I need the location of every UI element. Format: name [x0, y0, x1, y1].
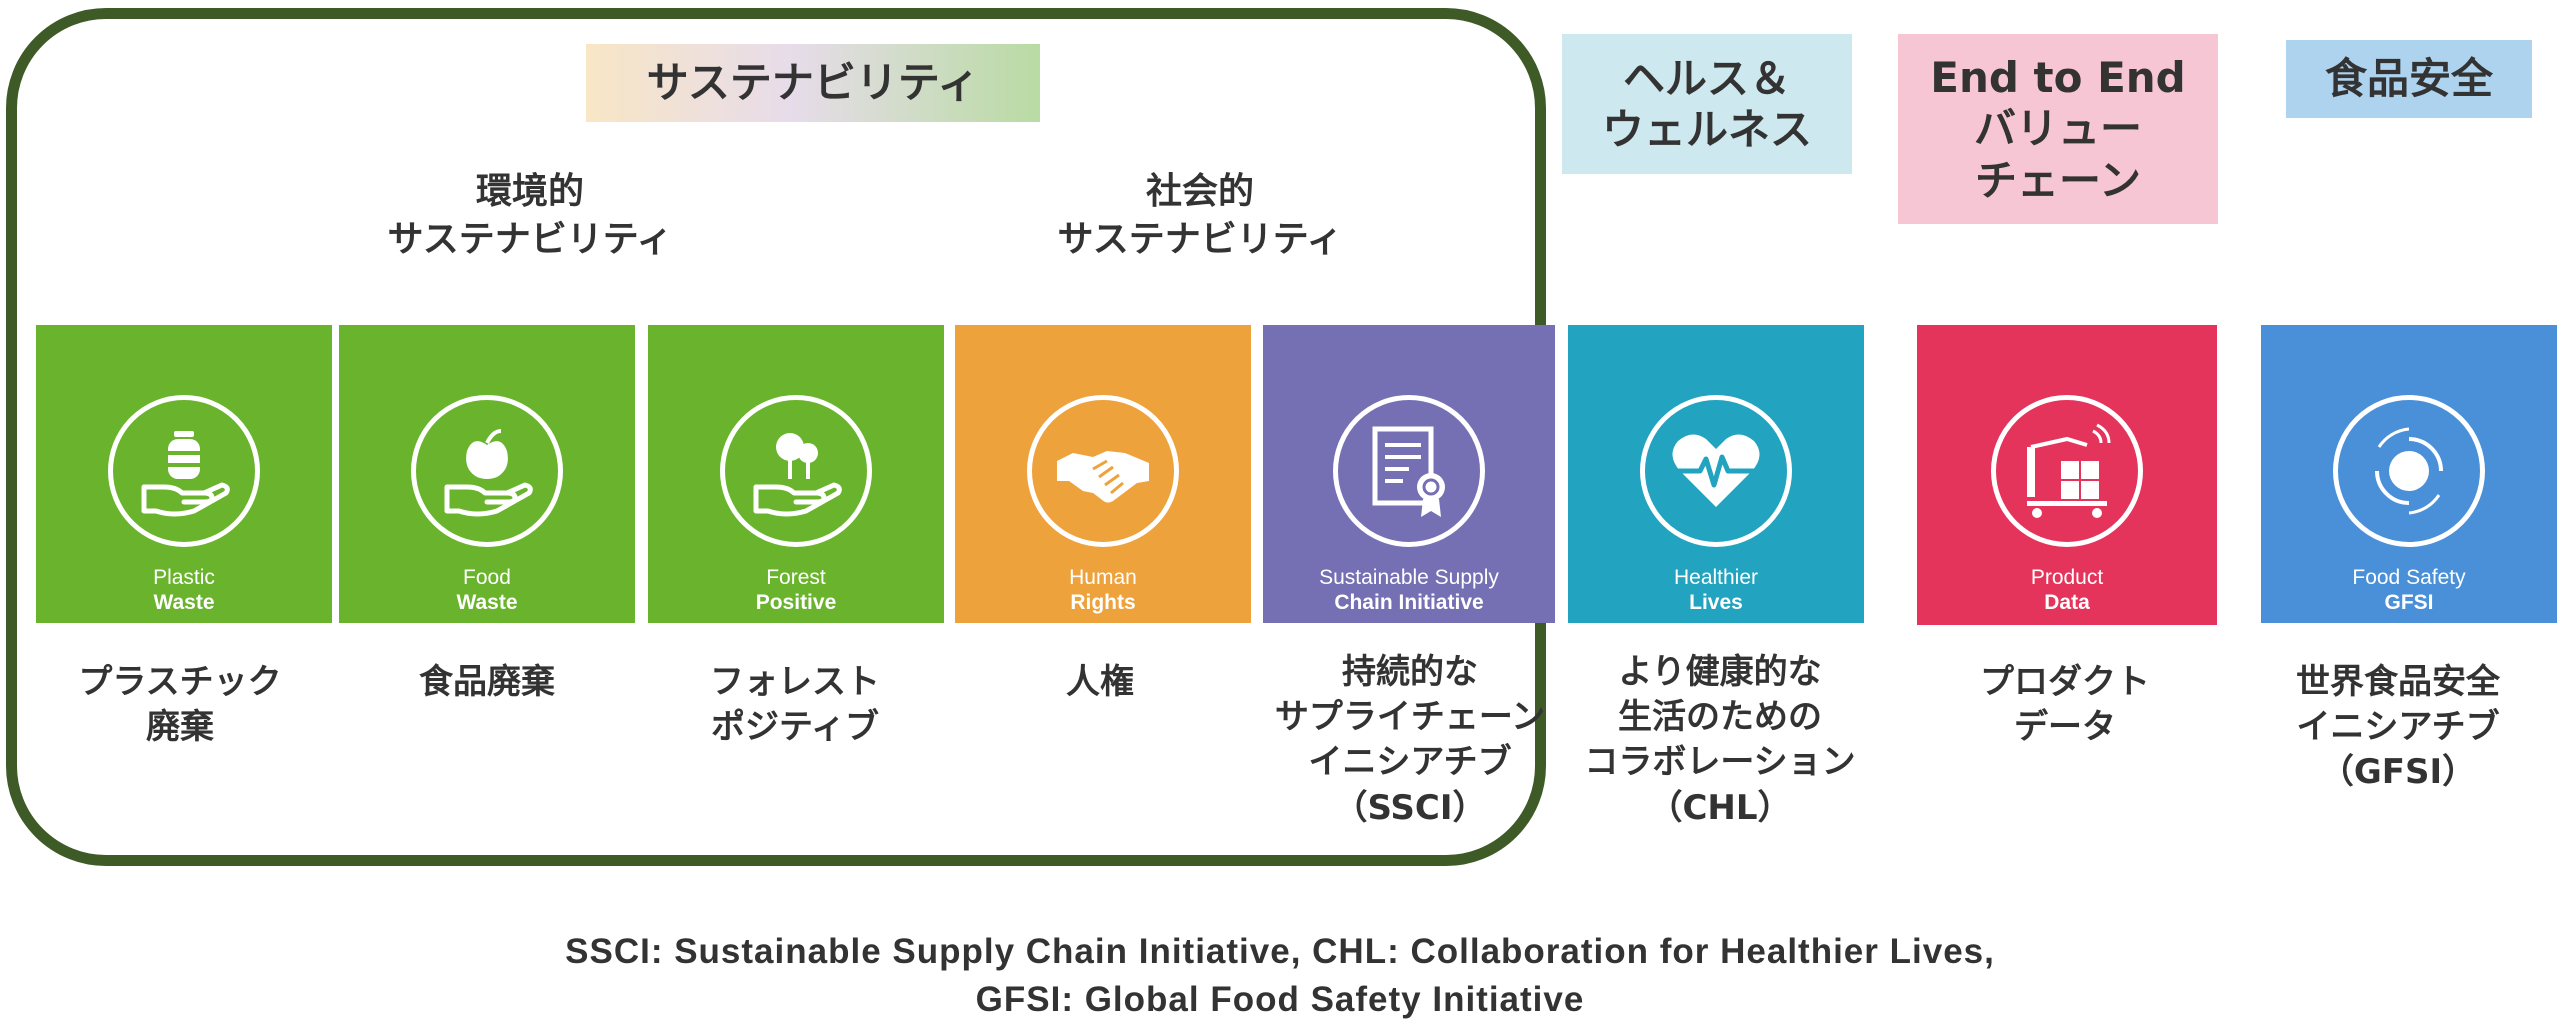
caption-product-data: プロダクト データ [1980, 662, 2150, 748]
caption-ssci: 持続的な サプライチェーン イニシアチブ （SSCI） [1274, 652, 1546, 828]
hand-bottle-icon [108, 395, 260, 547]
footnote-line2: GFSI: Global Food Safety Initiative [975, 980, 1585, 1019]
tile-label-line2: Waste [153, 591, 215, 615]
tile-label-line2: Positive [755, 591, 837, 615]
hand-apple-icon [411, 395, 563, 547]
tile-label-line1: Food [463, 566, 511, 589]
caption-chl: より健康的な 生活のための コラボレーション （CHL） [1584, 652, 1856, 828]
tile-label-line1: Healthier [1673, 566, 1759, 589]
caption-plastic-waste: プラスチック 廃棄 [78, 662, 282, 748]
caption-food-waste: 食品廃棄 [419, 662, 555, 702]
certificate-icon [1333, 395, 1485, 547]
handshake-icon [1027, 395, 1179, 547]
caption-human-rights: 人権 [1066, 662, 1134, 702]
subheader-environmental: 環境的 サステナビリティ [387, 171, 673, 261]
tile-label-line1: Plastic [153, 566, 215, 589]
hand-tree-icon [720, 395, 872, 547]
target-icon [2333, 395, 2485, 547]
subheader-social: 社会的 サステナビリティ [1057, 171, 1343, 261]
caption-gfsi: 世界食品安全 イニシアチブ （GFSI） [2296, 662, 2500, 793]
tile-label-line2: GFSI [2384, 591, 2434, 615]
tile-label-line2: Rights [1070, 591, 1136, 615]
tile-label-line2: Lives [1689, 591, 1743, 615]
header-food-safety: 食品安全 [2286, 40, 2532, 118]
tile-label-line1: Product [2030, 566, 2104, 589]
tile-label-line1: Forest [766, 566, 826, 589]
header-sustainability: サステナビリティ [586, 44, 1040, 122]
header-health-wellness: ヘルス＆ ウェルネス [1562, 34, 1852, 174]
product-data-icon [1991, 395, 2143, 547]
header-end-to-end: End to End バリュー チェーン [1898, 34, 2218, 224]
tile-label-line1: Sustainable Supply [1319, 566, 1499, 589]
tile-label-line1: Food Safety [2352, 566, 2466, 589]
tile-label-line2: Data [2044, 591, 2090, 615]
tile-label-line1: Human [1069, 566, 1137, 589]
heart-pulse-icon [1640, 395, 1792, 547]
tile-label-line2: Waste [456, 591, 518, 615]
caption-forest-positive: フォレスト ポジティブ [710, 662, 880, 748]
footnote-line1: SSCI: Sustainable Supply Chain Initiativ… [565, 932, 1995, 971]
tile-label-line2: Chain Initiative [1334, 591, 1484, 615]
